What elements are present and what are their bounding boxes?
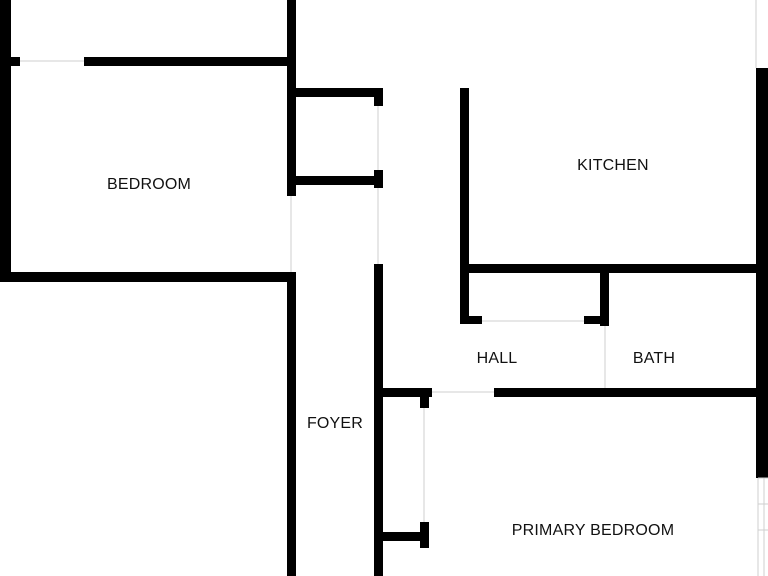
wall-closet-right-b [374, 170, 383, 188]
wall-primary-closet-stub-top [420, 390, 429, 408]
wall-bedroom-left-top [0, 0, 11, 58]
wall-closet-bottom [287, 176, 383, 185]
wall-hall-closet-left [460, 264, 469, 324]
wall-closet-right-a [374, 88, 383, 106]
wall-hall-closet-right [600, 264, 609, 326]
room-label-kitchen: KITCHEN [577, 157, 649, 174]
room-label-primary-bedroom: PRIMARY BEDROOM [512, 522, 674, 539]
wall-hall-bottom-a [374, 388, 432, 397]
wall-primary-closet-divider [374, 532, 428, 541]
room-label-hall: HALL [477, 350, 518, 367]
wall-hall-closet-foot-right [584, 316, 609, 324]
wall-closet-top [287, 88, 383, 97]
wall-kitchen-left [460, 88, 469, 274]
room-labels: BEDROOM KITCHEN HALL BATH FOYER PRIMARY … [107, 157, 675, 539]
wall-bedroom-top-b [84, 57, 296, 66]
wall-foyer-left [287, 272, 296, 576]
wall-hall-bottom-b [494, 388, 758, 397]
wall-bedroom-bottom [0, 272, 296, 282]
wall-hall-closet-foot-left [460, 316, 482, 324]
openings [20, 0, 768, 576]
wall-primary-closet-stub [420, 522, 429, 548]
wall-foyer-right [374, 264, 383, 576]
wall-bedroom-top-a [0, 57, 20, 66]
wall-primary-right [756, 388, 768, 478]
room-label-foyer: FOYER [307, 415, 363, 432]
wall-bedroom-left [0, 58, 11, 282]
wall-bedroom-right-upper [287, 0, 296, 196]
room-label-bath: BATH [633, 350, 675, 367]
room-label-bedroom: BEDROOM [107, 176, 191, 193]
wall-exterior-right [756, 68, 768, 392]
